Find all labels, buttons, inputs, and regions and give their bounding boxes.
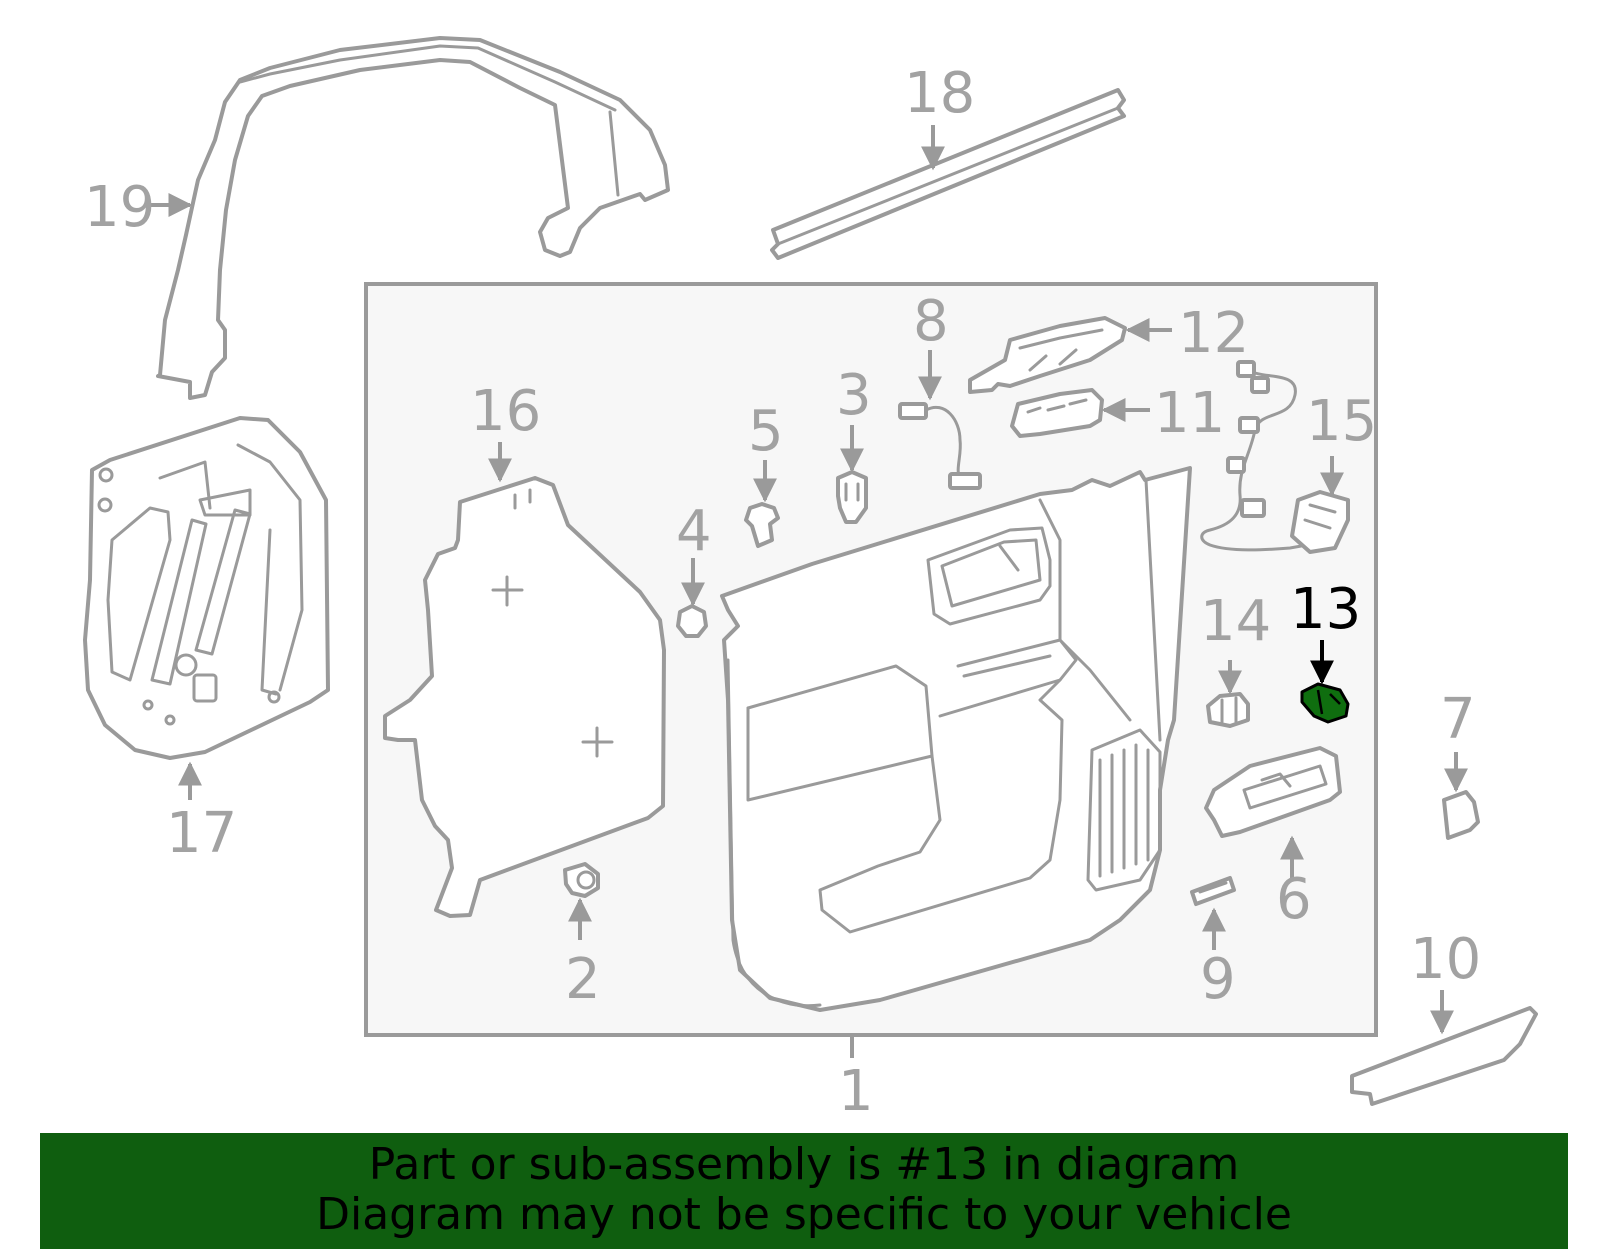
callout-15: 15 [1306,389,1377,454]
callout-5: 5 [748,399,784,464]
banner-line-disclaimer: Diagram may not be specific to your vehi… [316,1189,1292,1240]
info-banner: Part or sub-assembly is #13 in diagram D… [40,1133,1568,1249]
callout-11: 11 [1154,381,1225,446]
callout-14: 14 [1200,589,1271,654]
part-8-wiring-harness [898,402,982,490]
callout-7: 7 [1440,687,1476,752]
part-2-push-pin [563,862,600,898]
part-7-cap [1442,790,1480,840]
callout-9: 9 [1200,947,1236,1012]
part-10-applique [1350,1006,1538,1106]
callout-17: 17 [166,801,237,866]
part-15-lighting-harness [1200,360,1350,554]
part-1-door-trim-panel [720,466,1192,1012]
part-17-water-deflector [83,416,330,760]
callout-2: 2 [565,947,601,1012]
callout-13: 13 [1290,577,1361,642]
part-3-clip [836,470,868,524]
part-11-window-switch [1010,388,1104,438]
callout-18: 18 [904,61,975,126]
callout-12: 12 [1178,301,1249,366]
callout-4: 4 [676,499,712,564]
part-4-nut [676,604,708,638]
part-18-belt-weatherstrip [770,88,1126,260]
callout-1: 1 [838,1059,874,1124]
callout-16: 16 [470,379,541,444]
callout-19: 19 [84,175,155,240]
callout-6: 6 [1276,867,1312,932]
part-12-switch-bezel [968,316,1127,394]
callout-3: 3 [836,363,872,428]
callout-8: 8 [913,289,949,354]
part-6-inside-handle [1204,746,1342,838]
part-5-retainer [744,502,780,548]
part-9-bezel [1190,876,1236,906]
part-19-frame-molding [156,36,670,400]
banner-line-part: Part or sub-assembly is #13 in diagram [368,1139,1240,1190]
part-16-sound-insulator [383,476,666,918]
part-13-highlighted [1300,682,1350,724]
callout-10: 10 [1410,927,1481,992]
part-14-clip [1206,692,1250,728]
